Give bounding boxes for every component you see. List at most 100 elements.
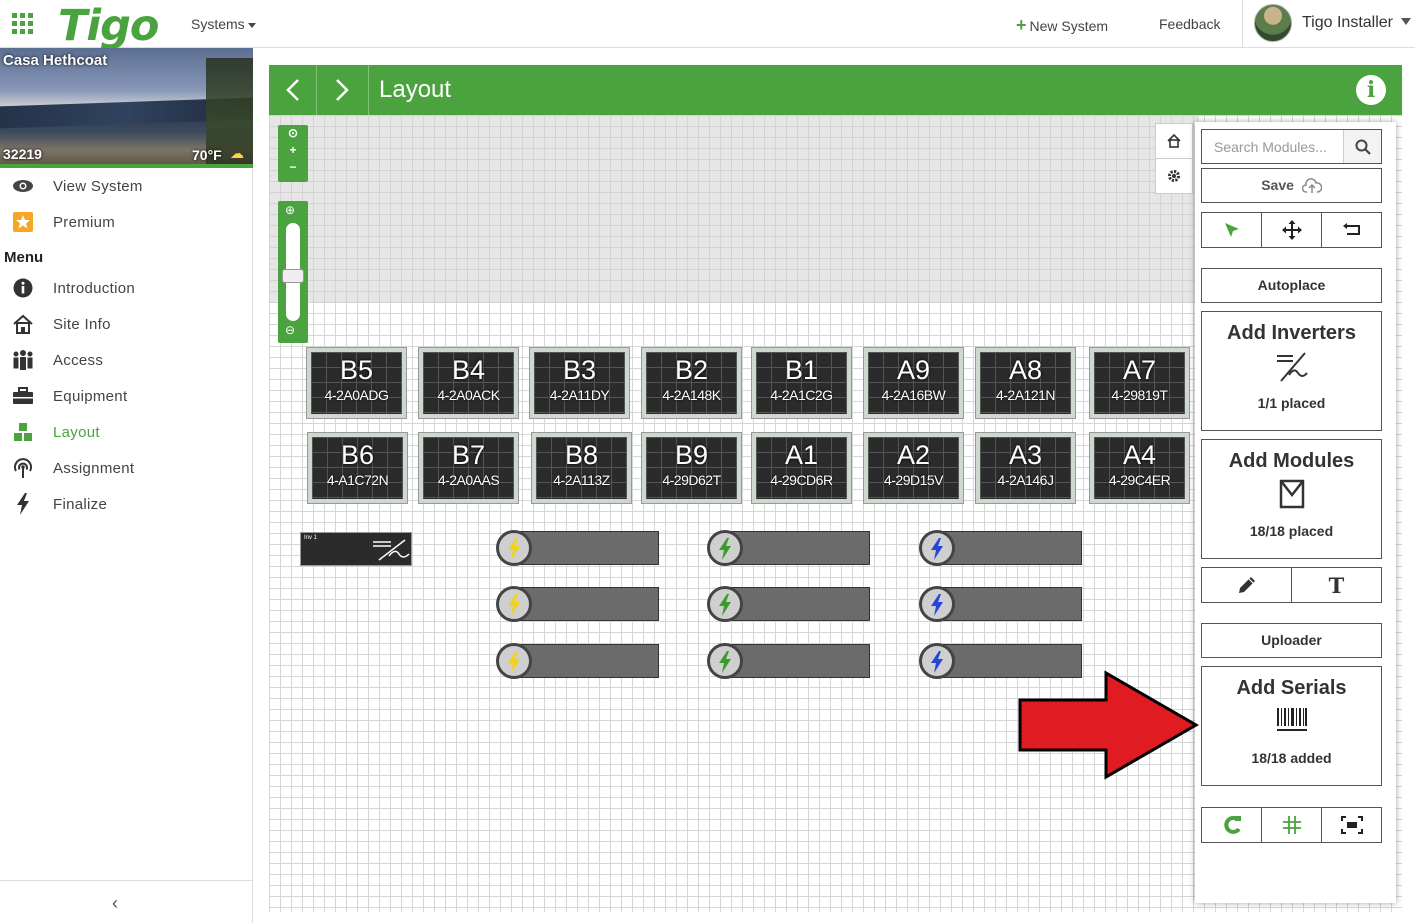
sidebar-item-label: Layout: [53, 423, 100, 441]
layout-header: Layout i: [269, 65, 1402, 115]
text-tool-label: T: [1328, 573, 1345, 598]
bolt-icon: [11, 493, 35, 515]
star-icon: [11, 212, 35, 232]
avatar[interactable]: [1254, 4, 1292, 42]
snap-toggle-button[interactable]: [1202, 808, 1262, 842]
bolt-icon: [496, 586, 532, 622]
string-blue-3[interactable]: [919, 643, 1082, 679]
zoom-out-button[interactable]: −: [289, 160, 297, 174]
string-yellow-3[interactable]: [496, 643, 659, 679]
string-yellow-2[interactable]: [496, 586, 659, 622]
site-photo[interactable]: Casa Hethcoat 32219 70°F ☁: [0, 48, 253, 168]
forward-button[interactable]: [318, 65, 369, 115]
zoom-in-icon[interactable]: ⊕: [285, 203, 296, 217]
grid-toggle-button[interactable]: [1262, 808, 1322, 842]
add-serials-button[interactable]: Add Serials 18/18 added: [1201, 666, 1382, 786]
string-blue-2[interactable]: [919, 586, 1082, 622]
user-menu[interactable]: Tigo Installer: [1302, 14, 1393, 31]
string-yellow-1[interactable]: [496, 530, 659, 566]
sidebar-item-layout[interactable]: Layout: [0, 415, 252, 449]
sidebar-item-equipment[interactable]: Equipment: [0, 379, 252, 413]
search-button[interactable]: [1343, 130, 1381, 163]
add-modules-status: 18/18 placed: [1249, 523, 1334, 539]
tigo-logo[interactable]: Tigo®: [58, 0, 167, 51]
select-tool-button[interactable]: [1202, 213, 1262, 247]
bolt-icon: [707, 530, 743, 566]
sidebar-item-introduction[interactable]: Introduction: [0, 271, 252, 305]
sidebar-item-label: Equipment: [53, 387, 128, 405]
search-modules-field[interactable]: Search Modules...: [1201, 129, 1382, 164]
inverter-icon: [1202, 351, 1381, 387]
cursor-icon: [1224, 223, 1239, 237]
apps-grid-icon[interactable]: [12, 13, 33, 34]
uploader-button[interactable]: Uploader: [1201, 623, 1382, 658]
site-temperature: 70°F: [192, 147, 222, 163]
pan-tool-button[interactable]: [1262, 213, 1322, 247]
string-green-2[interactable]: [707, 586, 870, 622]
save-button[interactable]: Save: [1201, 168, 1382, 203]
zoom-slider[interactable]: ⊕ ⊖: [278, 201, 308, 343]
sidebar-item-view-system[interactable]: View System: [0, 169, 252, 203]
sidebar-item-finalize[interactable]: Finalize: [0, 487, 252, 521]
back-button[interactable]: [269, 65, 317, 115]
chevron-left-icon: [286, 79, 299, 101]
divider: [1242, 0, 1243, 48]
feedback-link[interactable]: Feedback: [1159, 16, 1221, 32]
site-name: Casa Hethcoat: [3, 52, 108, 69]
bolt-icon: [496, 530, 532, 566]
info-icon: [11, 278, 35, 298]
top-bar: Tigo® Systems +New System Feedback Tigo …: [0, 0, 1415, 51]
sidebar-item-access[interactable]: Access: [0, 343, 252, 377]
autoplace-button[interactable]: Autoplace: [1201, 268, 1382, 303]
sidebar-item-premium[interactable]: Premium: [0, 205, 252, 239]
add-modules-button[interactable]: Add Modules 18/18 placed: [1201, 439, 1382, 559]
new-system-link[interactable]: +New System: [1016, 15, 1109, 35]
draw-tool-button[interactable]: [1202, 568, 1292, 602]
info-icon[interactable]: i: [1356, 75, 1386, 105]
string-green-1[interactable]: [707, 530, 870, 566]
string-blue-1[interactable]: [919, 530, 1082, 566]
sidebar-item-assignment[interactable]: Assignment: [0, 451, 252, 485]
fit-to-screen-button[interactable]: [1322, 808, 1381, 842]
collapse-sidebar-button[interactable]: ‹: [112, 893, 118, 913]
sidebar-item-site-info[interactable]: Site Info: [0, 307, 252, 341]
systems-dropdown[interactable]: Systems: [191, 16, 256, 32]
people-icon: [11, 350, 35, 370]
search-placeholder: Search Modules...: [1214, 139, 1327, 155]
rotate-tool-button[interactable]: [1322, 213, 1381, 247]
zoom-out-icon[interactable]: ⊖: [285, 323, 296, 337]
antenna-icon: [11, 457, 35, 479]
zoom-slider-handle[interactable]: [282, 269, 304, 283]
home-view-button[interactable]: [1155, 123, 1193, 159]
home-icon: [1167, 134, 1181, 148]
text-tool-button[interactable]: T: [1292, 568, 1381, 602]
move-icon: [1281, 220, 1302, 240]
inverter[interactable]: Inv 1: [300, 532, 412, 566]
add-inverters-button[interactable]: Add Inverters 1/1 placed: [1201, 311, 1382, 431]
caret-down-icon[interactable]: [1401, 18, 1411, 25]
center-icon[interactable]: ⊙: [287, 126, 299, 140]
inverter-icon: [373, 539, 410, 561]
red-arrow-annotation: [1018, 670, 1199, 780]
settings-button[interactable]: [1155, 158, 1193, 194]
cloud-upload-icon: [1301, 178, 1323, 194]
zoom-in-button[interactable]: +: [289, 143, 297, 157]
bolt-icon: [707, 643, 743, 679]
string-green-3[interactable]: [707, 643, 870, 679]
